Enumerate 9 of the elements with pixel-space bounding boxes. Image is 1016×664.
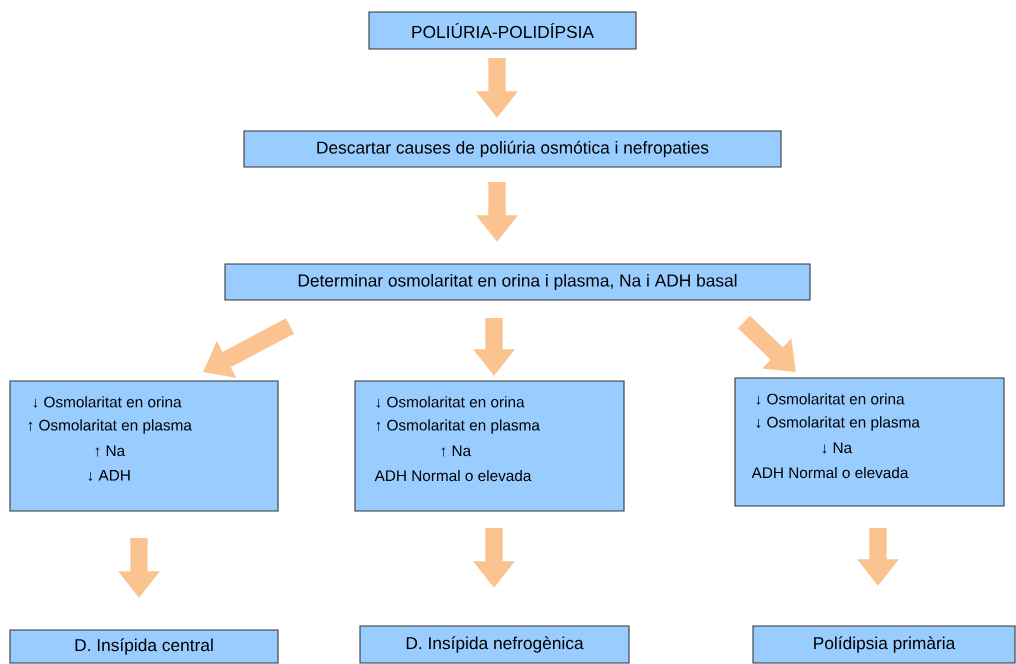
process-box: Descartar causes de poliúria osmótica i nefropaties bbox=[243, 130, 782, 168]
process-box: Polídipsia primària bbox=[752, 625, 1016, 664]
process-box: D. Insípida central bbox=[9, 629, 279, 664]
finding-box: ↓ Osmolaritat en orina ↓ Osmolaritat en plasma ↓ Na ADH Normal o elevada bbox=[734, 377, 1005, 507]
finding-box: ↓ Osmolaritat en orina ↑ Osmolaritat en plasma ↑ Na ↓ ADH bbox=[9, 380, 279, 512]
process-box: POLIÚRIA-POLIDÍPSIA bbox=[368, 11, 637, 50]
process-box: D. Insípida nefrogènica bbox=[359, 625, 630, 664]
finding-box: ↓ Osmolaritat en orina ↑ Osmolaritat en plasma ↑ Na ADH Normal o elevada bbox=[354, 380, 625, 512]
process-box: Determinar osmolaritat en orina i plasma, Na i ADH basal bbox=[224, 263, 811, 301]
